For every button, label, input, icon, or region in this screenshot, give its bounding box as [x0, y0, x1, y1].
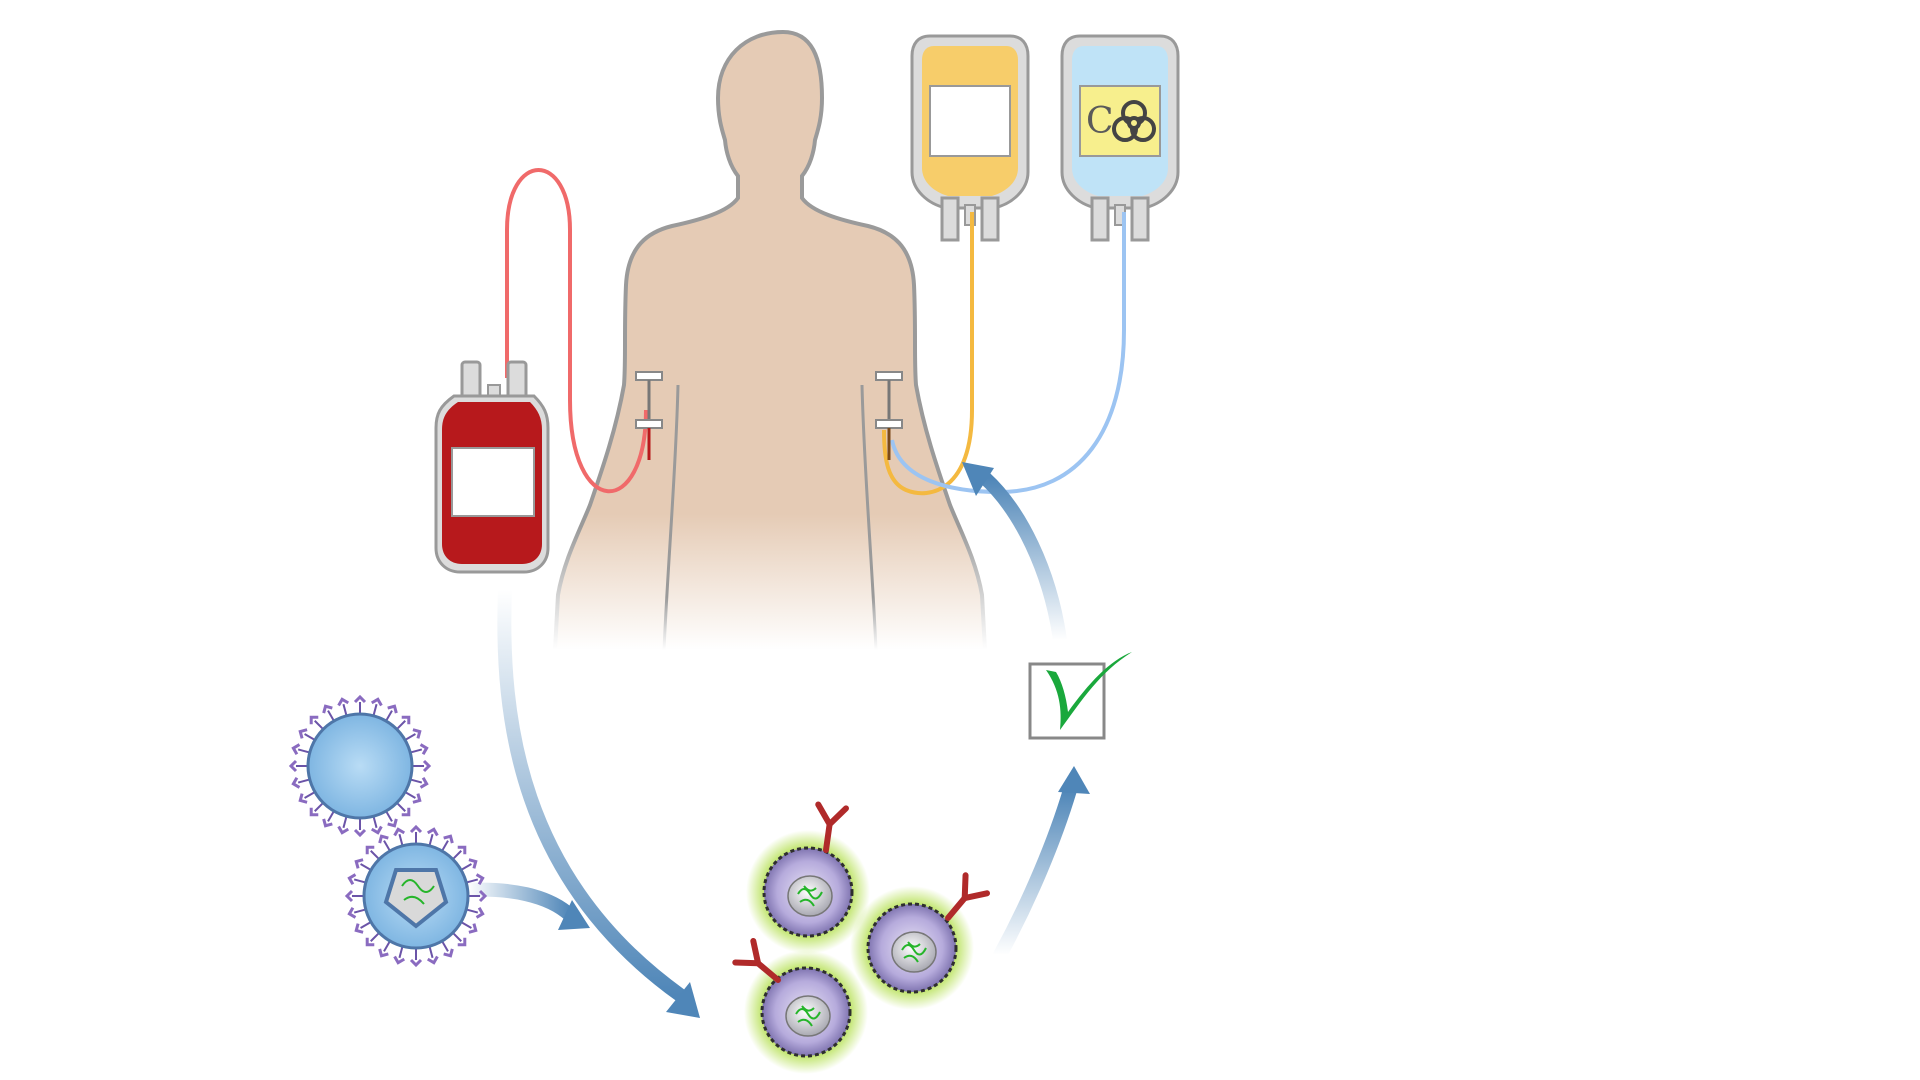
yellow-tube	[882, 212, 974, 496]
car-t-cells	[735, 804, 987, 1076]
patient-silhouette	[552, 29, 988, 652]
car-t-cell-3	[735, 941, 870, 1076]
car-t-cell-2	[848, 875, 987, 1012]
infusion-arrow	[962, 462, 1067, 647]
lentivirus-particle-1	[289, 695, 431, 837]
collection-arrow	[497, 583, 700, 1018]
blood-bag	[434, 360, 550, 574]
biohazard-label-text: C	[1086, 101, 1114, 142]
expansion-arrow	[993, 766, 1090, 962]
left-cannula	[635, 371, 663, 460]
biohazard-icon	[1112, 100, 1156, 142]
car-t-cell-1	[744, 804, 872, 956]
blood-tube	[505, 168, 648, 494]
biohazard-cells-bag: C	[1060, 34, 1180, 242]
conditioning-drug-bag	[910, 34, 1030, 242]
transduction-arrow	[461, 882, 590, 930]
blue-tube	[890, 212, 1126, 495]
check-box-icon	[1028, 652, 1132, 740]
right-cannula	[875, 371, 903, 460]
lentivirus-particle-2	[345, 825, 487, 967]
